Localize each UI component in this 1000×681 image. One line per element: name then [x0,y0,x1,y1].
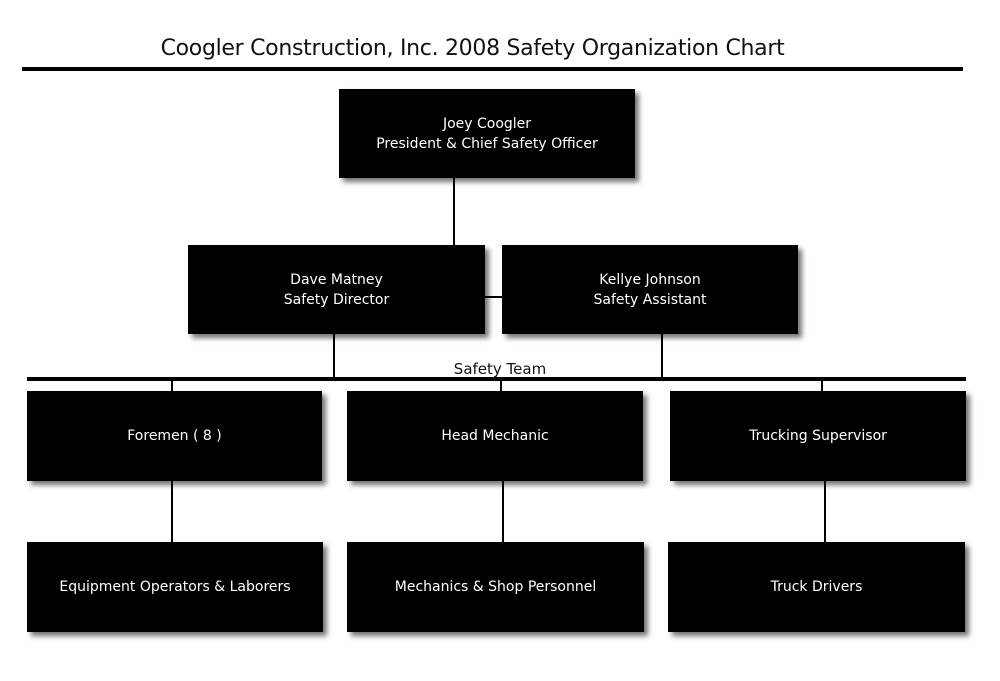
assistant-role: Safety Assistant [593,291,707,308]
connector-team-foremen [171,381,173,391]
node-truck-drivers: Truck Drivers [668,542,965,632]
safety-team-label: Safety Team [453,360,547,378]
node-equipment-operators: Equipment Operators & Laborers [27,542,323,632]
director-name: Dave Matney [290,271,383,288]
node-safety-assistant: Kellye Johnson Safety Assistant [502,245,798,334]
foremen-label: Foremen ( 8 ) [127,428,222,444]
connector-director-team [333,334,335,379]
chart-title: Coogler Construction, Inc. 2008 Safety O… [160,36,785,61]
connector-director-assistant [485,296,502,298]
operators-label: Equipment Operators & Laborers [59,579,291,595]
safety-team-bar [27,377,966,381]
connector-assistant-team [661,334,663,379]
connector-trucking-drivers [824,481,826,542]
mechanics-label: Mechanics & Shop Personnel [394,579,597,595]
head-mechanic-label: Head Mechanic [441,428,549,444]
director-role: Safety Director [283,291,390,308]
connector-president-director [453,178,455,245]
connector-mechanic-mechanics [502,481,504,542]
node-safety-director: Dave Matney Safety Director [188,245,485,334]
connector-team-trucking [821,381,823,391]
node-head-mechanic: Head Mechanic [347,391,643,481]
president-role: President & Chief Safety Officer [376,135,598,152]
assistant-name: Kellye Johnson [599,271,701,288]
president-name: Joey Coogler [442,115,532,132]
node-president: Joey Coogler President & Chief Safety Of… [339,89,635,178]
connector-team-head-mechanic [500,381,502,391]
node-mechanics-shop: Mechanics & Shop Personnel [347,542,644,632]
trucking-supervisor-label: Trucking Supervisor [749,428,887,444]
node-trucking-supervisor: Trucking Supervisor [670,391,966,481]
title-underline [22,67,963,71]
node-foremen: Foremen ( 8 ) [27,391,322,481]
connector-foremen-operators [171,481,173,542]
drivers-label: Truck Drivers [770,579,863,595]
